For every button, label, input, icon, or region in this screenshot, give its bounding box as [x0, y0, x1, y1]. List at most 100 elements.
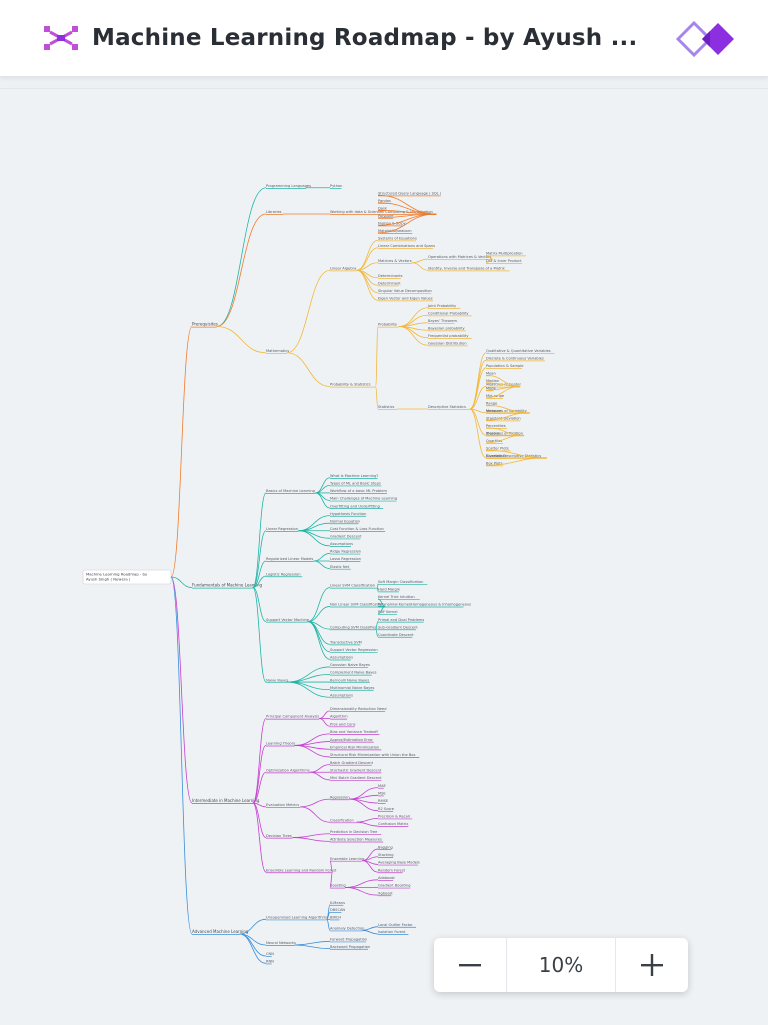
- mindmap-node-4-0-2-0-3[interactable]: Determinants: [378, 274, 403, 278]
- mindmap-node-3-1-2-0[interactable]: Ridge Regression: [330, 550, 361, 554]
- mindmap-node-2-1-3[interactable]: Logistic Regression: [266, 572, 300, 576]
- mindmap-node-3-0-2-1[interactable]: Probability & Statistics: [330, 383, 371, 387]
- mindmap-node-2-3-3[interactable]: RNN: [266, 960, 274, 964]
- mindmap-node-3-1-1-4[interactable]: Assumptions: [330, 542, 353, 546]
- mindmap-node-7-0-2-1-1-0-3-1[interactable]: Median: [486, 379, 499, 383]
- mindmap-node-3-2-2-0[interactable]: Batch Gradient Descent: [330, 761, 374, 765]
- mindmap-node-2-2-1[interactable]: Learning Theory: [266, 742, 296, 746]
- mindmap-node-3-1-4-1[interactable]: Non Linear SVM Classification: [330, 603, 383, 607]
- mindmap-node-4-1-4-1-0[interactable]: Kernel Trick Intuition: [378, 595, 415, 599]
- mindmap-node-3-1-1-2[interactable]: Cost Function & Loss Function: [330, 527, 384, 531]
- mindmap-node-2-2-2[interactable]: Optimization Algorithms: [266, 768, 310, 772]
- mindmap-node-2-3-1[interactable]: Neural Networks: [266, 941, 296, 945]
- mindmap-node-6-0-2-1-1-0-4[interactable]: Measures of Variability: [486, 409, 528, 413]
- mindmap-node-3-2-5-1[interactable]: Boosting: [330, 884, 346, 888]
- mindmap-node-3-2-0-1[interactable]: Algorithm: [330, 715, 348, 719]
- mindmap-node-3-1-0-3[interactable]: Main Challenges of Machine Learning: [330, 497, 397, 501]
- mindmap-node-2-1-1[interactable]: Linear Regression: [266, 527, 298, 531]
- mindmap-node-4-0-2-0-2[interactable]: Matrices & Vectors: [378, 259, 412, 263]
- mindmap-node-4-1-4-2-0[interactable]: Primal and Dual Problems: [378, 618, 424, 622]
- mindmap-node-3-3-0-2[interactable]: BIRCH: [330, 916, 341, 920]
- mindmap-node-6-0-2-1-1-0-2[interactable]: Population & Sample: [486, 364, 524, 368]
- mindmap-node-3-2-1-0[interactable]: Bias and Variance Tradeoff: [330, 730, 378, 734]
- mindmap-node-3-1-4-2[interactable]: Computing SVM Classifier: [330, 625, 377, 629]
- mindmap-node-2-1-0[interactable]: Basics of Machine Learning: [266, 489, 315, 493]
- mindmap-node-2-2-3[interactable]: Evaluation Metrics: [266, 803, 299, 807]
- mindmap-node-6-0-2-1-1-0-0[interactable]: Qualitative & Quantitative Variables: [486, 349, 551, 353]
- mindmap-node-2-1-5[interactable]: Naive Bayes: [266, 678, 288, 682]
- mindmap-branch-0[interactable]: Prerequisites: [192, 322, 218, 327]
- mindmap-node-3-1-0-2[interactable]: Workflow of a basic ML Problem: [330, 489, 388, 493]
- mindmap-node-3-1-5-1[interactable]: Complement Naive Bayes: [330, 671, 377, 675]
- mindmap-node-3-0-0-0[interactable]: Python: [330, 184, 342, 188]
- mindmap-node-7-0-2-1-1-0-3-0[interactable]: Mean: [486, 371, 496, 375]
- mindmap-node-4-0-1-0-3[interactable]: Polypore: [378, 214, 394, 218]
- mindmap-node-6-0-2-0-2-0-1[interactable]: Dot & Inner Product: [486, 259, 522, 263]
- mindmap-node-4-0-2-0-4[interactable]: Determinant: [378, 281, 401, 285]
- mindmap-node-4-1-4-0-0[interactable]: Soft Margin Classification: [378, 580, 423, 584]
- mindmap-node-5-0-2-1-0-5[interactable]: Gaussian Distribution: [428, 341, 467, 345]
- mindmap-node-2-2-0[interactable]: Principal Component Analysis: [266, 715, 319, 719]
- mindmap-node-3-1-4-4[interactable]: Support Vector Regression: [330, 648, 378, 652]
- mindmap-node-4-0-2-0-5[interactable]: Singular Value Decomposition: [378, 289, 432, 293]
- mindmap-node-5-0-2-1-0-1[interactable]: Conditional Probability: [428, 311, 469, 315]
- mindmap-node-3-2-5-0[interactable]: Ensemble Learning: [330, 857, 364, 861]
- mindmap-branch-2[interactable]: Intermediate in Machine Learning: [192, 798, 260, 803]
- mindmap-node-4-1-4-0-1[interactable]: Hard Margin: [378, 587, 400, 591]
- mindmap-node-2-0-2[interactable]: Mathematics: [266, 349, 289, 353]
- mindmap-node-4-3-0-3-1[interactable]: Isolation Forest: [378, 930, 406, 934]
- mindmap-node-4-0-2-0-6[interactable]: Eigen Vector and Eigen Values: [378, 296, 433, 300]
- mindmap-node-6-0-2-1-1-0-6[interactable]: Bivariate Descriptive Statistics: [486, 454, 541, 458]
- mindmap-node-3-2-4-0[interactable]: Prediction in Decision Tree: [330, 830, 378, 834]
- mindmap-node-3-1-4-5[interactable]: Assumptions: [330, 656, 353, 660]
- mindmap-node-3-1-2-1[interactable]: Lasso Regression: [330, 557, 361, 561]
- mindmap-node-3-1-5-4[interactable]: Assumptions: [330, 693, 353, 697]
- mindmap-node-4-2-3-1-0[interactable]: Precision & Recall: [378, 815, 410, 819]
- mindmap-node-4-0-2-0-1[interactable]: Linear Combinations and Spans: [378, 244, 435, 248]
- mindmap-node-3-0-1-0[interactable]: Working with data & Scientific Computing…: [330, 210, 433, 214]
- mindmap-node-2-2-4[interactable]: Decision Trees: [266, 834, 292, 838]
- mindmap-node-3-1-4-0[interactable]: Linear SVM Classification: [330, 584, 375, 588]
- mindmap-node-3-1-1-3[interactable]: Gradient Descent: [330, 535, 362, 539]
- mindmap-node-2-1-4[interactable]: Support Vector Machine: [266, 618, 310, 622]
- mindmap-node-7-0-2-1-1-0-4-0[interactable]: Range: [486, 401, 498, 405]
- mindmap-node-3-1-5-2[interactable]: Bernoulli Naive Bayes: [330, 678, 369, 682]
- mindmap-node-4-2-5-0-3[interactable]: Random Forest: [378, 868, 406, 872]
- mindmap-node-4-0-2-0-0[interactable]: Systems of Equations: [378, 236, 417, 240]
- mindmap-node-4-0-1-0-4[interactable]: Numpy & Scipy: [378, 221, 406, 225]
- mindmap-branch-3[interactable]: Advanced Machine Learning: [192, 929, 249, 934]
- mindmap-node-3-3-0-3[interactable]: Anomaly Detection: [330, 927, 364, 931]
- mindmap-node-3-1-1-0[interactable]: Hypothesis Function: [330, 512, 366, 516]
- mindmap-node-3-1-0-1[interactable]: Types of ML and Basic Steps: [329, 482, 381, 486]
- mindmap-node-3-1-5-3[interactable]: Multinomial Naive Bayes: [330, 686, 374, 690]
- mindmap-node-4-1-4-2-1[interactable]: Sub-Gradient Descent: [378, 625, 418, 629]
- mindmap-node-2-3-0[interactable]: Unsupervised Learning Algorithms: [266, 916, 328, 920]
- mindmap-node-4-0-1-0-5[interactable]: Matplotlib/seaborn: [378, 229, 412, 233]
- mindmap-node-7-0-2-1-1-0-6-1[interactable]: Correlation: [486, 454, 506, 458]
- mindmap-node-3-2-0-0[interactable]: Dimensionality Reduction Need: [330, 707, 386, 711]
- mindmap-node-7-0-2-1-1-0-5-2[interactable]: Quartiles: [486, 439, 502, 443]
- mindmap-node-5-0-2-1-0-4[interactable]: Frequentist probability: [428, 334, 469, 338]
- mindmap-node-4-0-2-1-1[interactable]: Statistics: [378, 405, 395, 409]
- mindmap-node-4-0-2-1-0[interactable]: Probability: [378, 323, 398, 327]
- mindmap-node-3-1-5-0[interactable]: Gaussian Naive Bayes: [330, 663, 370, 667]
- mindmap-node-2-1-2[interactable]: Regularized Linear Models: [266, 557, 313, 561]
- mindmap-node-7-0-2-1-1-0-6-0[interactable]: Scatter Plots: [486, 446, 509, 450]
- mindmap-cross-icon[interactable]: [44, 26, 78, 50]
- mindmap-node-4-2-3-0-1[interactable]: MSE: [378, 792, 386, 796]
- mindmap-node-7-0-2-1-1-0-5-0[interactable]: Percentiles: [486, 424, 506, 428]
- mindmap-node-4-0-1-0-0[interactable]: Structured Query Language ( SQL ): [378, 191, 442, 195]
- mindmap-node-5-0-2-0-2-0[interactable]: Operations with Matrices & Vectors: [428, 255, 491, 259]
- mindmap-node-3-3-0-1[interactable]: DBSCAN: [330, 908, 345, 912]
- mindmap-node-3-0-2-0[interactable]: Linear Algebra: [330, 266, 356, 270]
- mindmap-node-4-2-5-0-2[interactable]: Averaging Base Models: [378, 861, 420, 865]
- mindmap-node-4-2-3-0-3[interactable]: R2 Score: [378, 807, 395, 811]
- mindmap-node-3-3-1-1[interactable]: Backward Propagation: [330, 945, 370, 949]
- mindmap-node-3-2-1-2[interactable]: Empirical Risk Minimization: [330, 745, 379, 749]
- mindmap-node-4-1-4-2-2[interactable]: Coordinate Descent: [378, 633, 414, 637]
- mindmap-node-2-3-2[interactable]: CNN: [266, 952, 274, 956]
- mindmap-node-5-0-2-1-1-0[interactable]: Descriptive Statistics: [428, 405, 466, 409]
- mindmap-node-4-2-5-1-1[interactable]: Gradient Boosting: [378, 884, 411, 888]
- mindmap-node-4-1-4-1-2[interactable]: RBF Kernel: [378, 610, 397, 614]
